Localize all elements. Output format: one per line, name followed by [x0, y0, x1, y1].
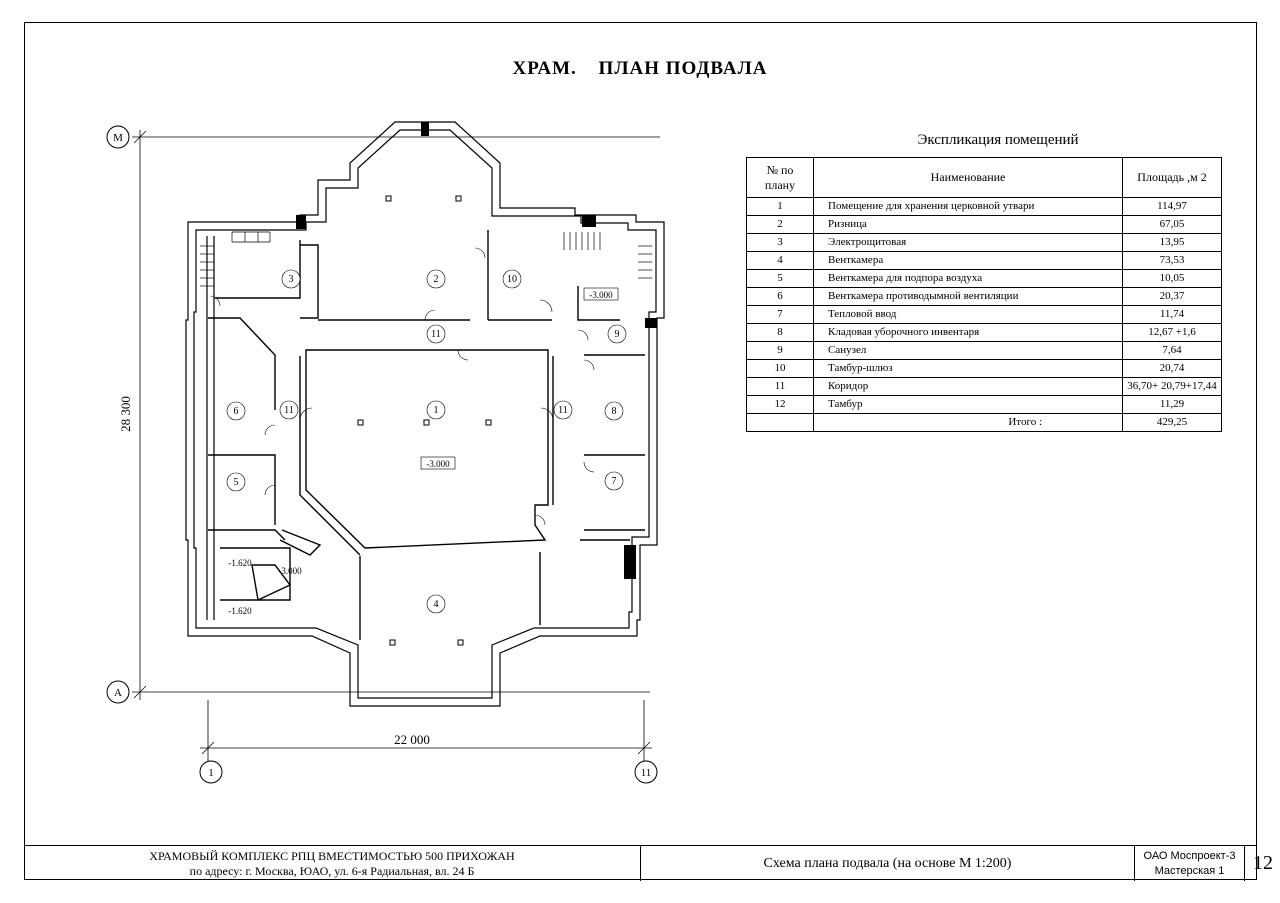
- total-label: Итого :: [813, 413, 1123, 432]
- svg-text:6: 6: [234, 406, 239, 417]
- level-corner: -3.000: [589, 290, 613, 300]
- room-columns: [357, 195, 492, 646]
- title-part1: ХРАМ.: [512, 58, 577, 79]
- room-label-11a: 11: [426, 324, 446, 344]
- dimension-height: 28 300: [118, 396, 133, 432]
- svg-text:2: 2: [434, 274, 439, 285]
- explication-title: Экспликация помещений: [917, 132, 1079, 148]
- room-label-1: 1: [426, 400, 446, 420]
- project-address: по адресу: г. Москва, ЮАО, ул. 6-я Радиа…: [189, 864, 475, 878]
- svg-text:11: 11: [284, 405, 294, 416]
- axis-bubble-1: 1: [199, 760, 223, 784]
- outer-walls: [185, 121, 665, 707]
- room-labels: 1 2 3 4 5 6 7 8 9 10 11 11 11: [226, 269, 627, 614]
- door-swings: [209, 247, 595, 526]
- room-label-2: 2: [426, 269, 446, 289]
- level-small: -3.000: [278, 566, 302, 576]
- svg-text:5: 5: [234, 477, 239, 488]
- header-area: Площадь ,м 2: [1122, 157, 1222, 198]
- svg-text:7: 7: [612, 476, 617, 487]
- title-block: ХРАМОВЫЙ КОМПЛЕКС РПЦ ВМЕСТИМОСТЬЮ 500 П…: [24, 845, 1273, 881]
- table-header-row: № по плану Наименование Площадь ,м 2: [746, 157, 1222, 198]
- svg-text:М: М: [113, 132, 123, 144]
- sheet-name: Схема плана подвала (на основе М 1:200): [641, 846, 1135, 881]
- svg-text:4: 4: [434, 599, 439, 610]
- room-label-4: 4: [426, 594, 446, 614]
- axis-bubble-m: М: [106, 125, 130, 149]
- drawing-title: ХРАМ. ПЛАН ПОДВАЛА: [0, 58, 1280, 80]
- room-label-3: 3: [281, 269, 301, 289]
- room-label-7: 7: [604, 471, 624, 491]
- stairs: [200, 231, 652, 287]
- org-workshop: Мастерская 1: [1154, 865, 1225, 877]
- title-block-org: ОАО Моспроект-3 Мастерская 1: [1135, 846, 1245, 881]
- project-name: ХРАМОВЫЙ КОМПЛЕКС РПЦ ВМЕСТИМОСТЬЮ 500 П…: [149, 849, 515, 863]
- inner-walls: [208, 230, 645, 640]
- svg-text:3: 3: [289, 274, 294, 285]
- svg-text:11: 11: [431, 329, 441, 340]
- table-total-row: Итого : 429,25: [746, 413, 1222, 432]
- svg-text:11: 11: [641, 767, 652, 779]
- columns: [296, 122, 657, 579]
- dimension-width: 22 000: [394, 732, 430, 747]
- title-block-project: ХРАМОВЫЙ КОМПЛЕКС РПЦ ВМЕСТИМОСТЬЮ 500 П…: [24, 846, 641, 881]
- title-part2: ПЛАН ПОДВАЛА: [598, 58, 768, 79]
- room-label-9: 9: [607, 324, 627, 344]
- room-label-10: 10: [502, 269, 522, 289]
- svg-text:11: 11: [558, 405, 568, 416]
- svg-text:А: А: [114, 687, 122, 699]
- svg-text:9: 9: [615, 329, 620, 340]
- room-label-5: 5: [226, 472, 246, 492]
- axis-bubble-11: 11: [634, 760, 658, 784]
- level-main: -3.000: [426, 459, 450, 469]
- room-label-6: 6: [226, 401, 246, 421]
- sheet-number: 12: [1253, 852, 1273, 874]
- svg-text:8: 8: [612, 406, 617, 417]
- svg-text:10: 10: [507, 274, 517, 285]
- header-num: № по плану: [746, 157, 814, 198]
- room-label-8: 8: [604, 401, 624, 421]
- level-l1: -1.620: [228, 558, 252, 568]
- svg-text:1: 1: [208, 767, 214, 779]
- total-area: 429,25: [1122, 413, 1222, 432]
- level-l2: -1.620: [228, 606, 252, 616]
- room-label-11c: 11: [553, 400, 573, 420]
- room-label-11b: 11: [279, 400, 299, 420]
- axis-lines: [132, 130, 660, 765]
- svg-text:1: 1: [434, 405, 439, 416]
- org-name: ОАО Моспроект-3: [1143, 850, 1236, 862]
- level-marks: -3.000 -3.000 -3.000 -1.620 -1.620: [228, 287, 619, 616]
- header-name: Наименование: [813, 157, 1123, 198]
- axis-bubble-a: А: [106, 680, 130, 704]
